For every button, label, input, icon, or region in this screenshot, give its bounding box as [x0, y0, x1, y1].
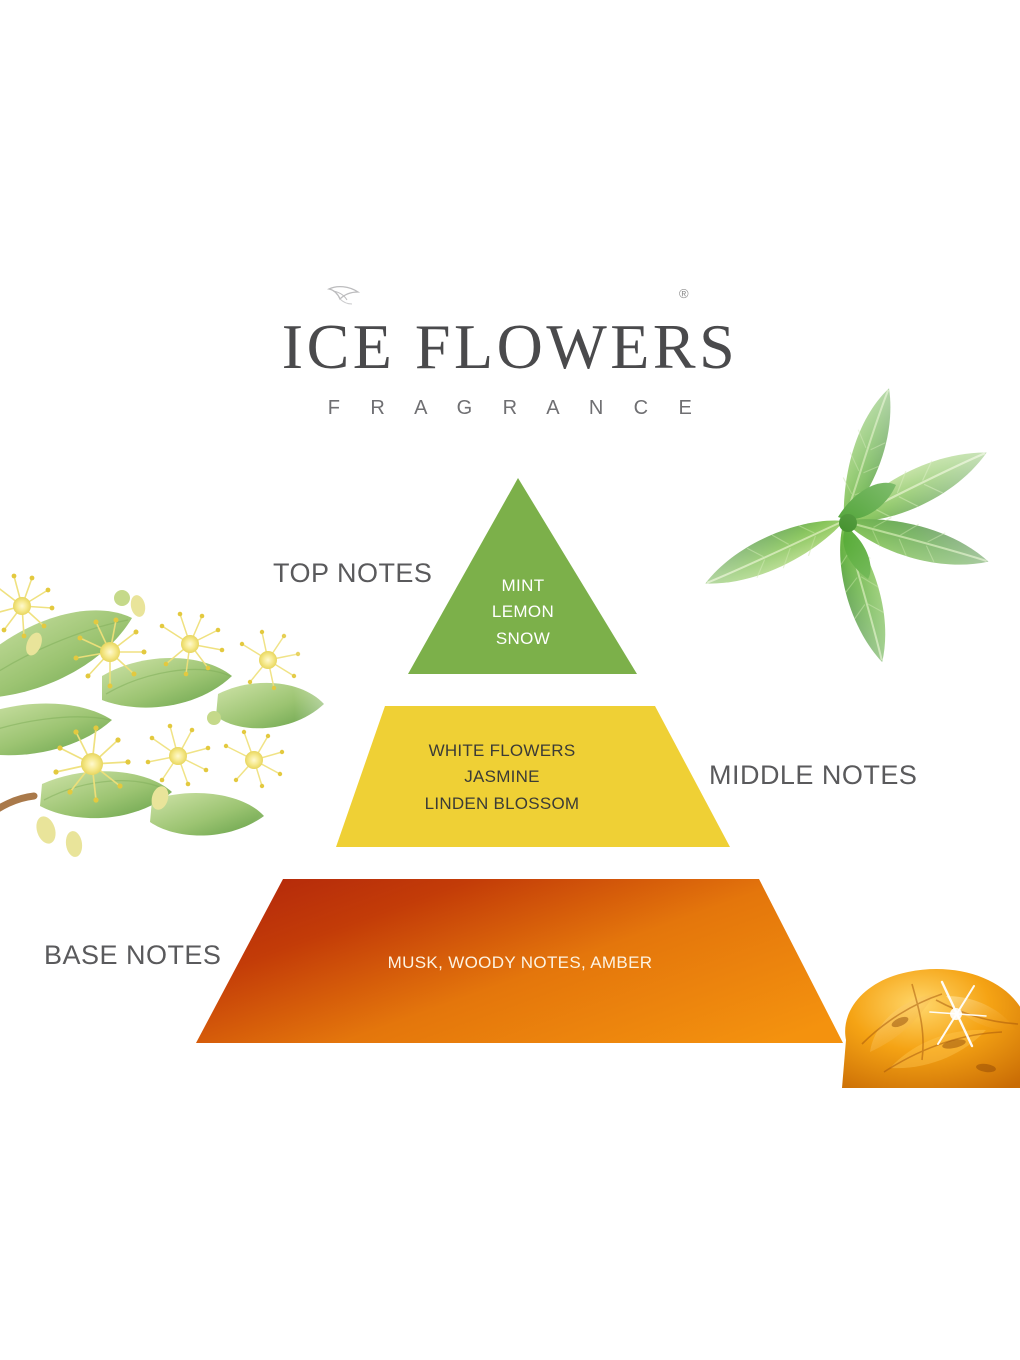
bird-logo-icon	[327, 285, 361, 305]
tier-shape-middle	[336, 706, 730, 847]
tier-label-base: BASE NOTES	[44, 940, 222, 970]
tier-label-top: TOP NOTES	[273, 558, 433, 588]
tier-shape-base	[196, 879, 843, 1043]
tier-notes-base: MUSK, WOODY NOTES, AMBER	[387, 953, 653, 972]
tier-notes-middle: WHITE FLOWERS JASMINE LINDEN BLOSSOM	[424, 741, 580, 813]
tier-shape-top	[408, 478, 637, 674]
brand-title: ICE FLOWERS	[281, 311, 739, 382]
tier-notes-top: MINT LEMON SNOW	[491, 576, 555, 648]
tier-label-middle: MIDDLE NOTES	[709, 760, 918, 790]
brand-header: ® ICE FLOWERS F R A G R A N C E	[0, 280, 1020, 420]
brand-subtitle: F R A G R A N C E	[327, 397, 705, 419]
registered-trademark-symbol: ®	[679, 286, 689, 301]
